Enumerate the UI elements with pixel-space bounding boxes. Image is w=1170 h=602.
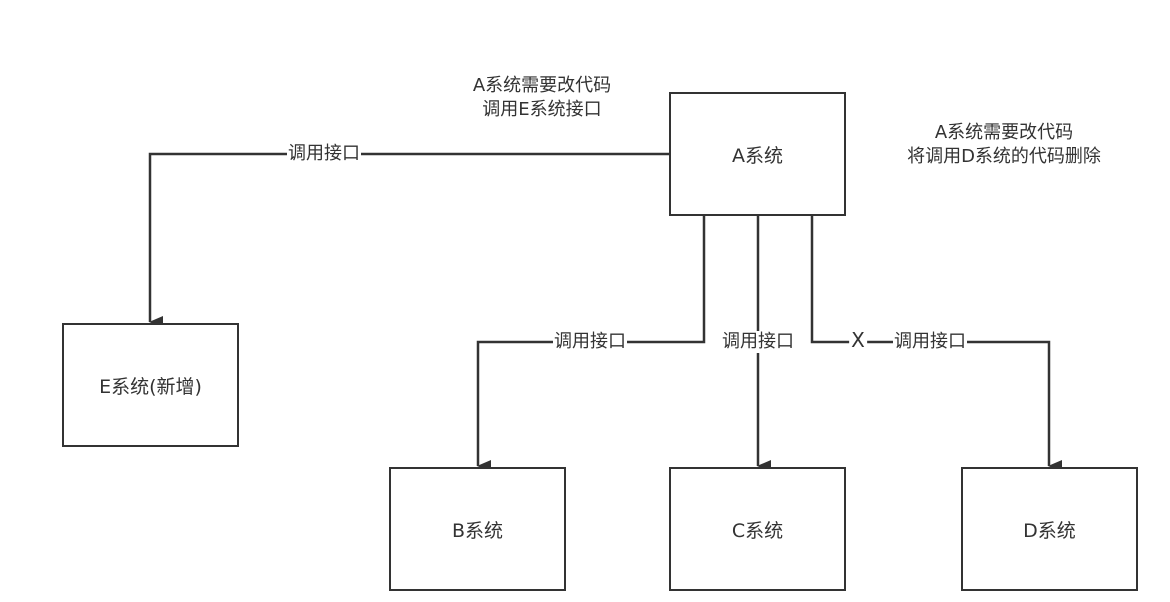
edge-a-to-e bbox=[148, 152, 669, 328]
node-d-label: D系统 bbox=[1023, 519, 1076, 542]
removed-call-mark: X bbox=[849, 328, 867, 352]
node-c-label: C系统 bbox=[731, 519, 784, 542]
node-b-label: B系统 bbox=[451, 519, 504, 542]
note-remove-d-call: A系统需要改代码 将调用D系统的代码删除 bbox=[907, 121, 1101, 169]
node-d-system: D系统 bbox=[961, 467, 1138, 591]
edge-label-a-to-e: 调用接口 bbox=[287, 143, 361, 165]
edge-label-a-to-d: 调用接口 bbox=[893, 331, 967, 353]
note-add-e-call: A系统需要改代码 调用E系统接口 bbox=[473, 74, 611, 122]
node-c-system: C系统 bbox=[669, 467, 846, 591]
node-e-system: E系统(新增) bbox=[62, 323, 239, 447]
node-e-label: E系统(新增) bbox=[99, 375, 202, 398]
node-a-label: A系统 bbox=[732, 144, 783, 167]
node-b-system: B系统 bbox=[389, 467, 566, 591]
node-a-system: A系统 bbox=[669, 92, 846, 216]
edge-label-a-to-c: 调用接口 bbox=[721, 331, 795, 353]
note-remove-d-line2: 将调用D系统的代码删除 bbox=[907, 146, 1101, 167]
note-add-e-line2: 调用E系统接口 bbox=[482, 99, 602, 120]
note-remove-d-line1: A系统需要改代码 bbox=[934, 122, 1074, 143]
edge-label-a-to-b: 调用接口 bbox=[553, 331, 627, 353]
note-add-e-line1: A系统需要改代码 bbox=[472, 75, 612, 96]
